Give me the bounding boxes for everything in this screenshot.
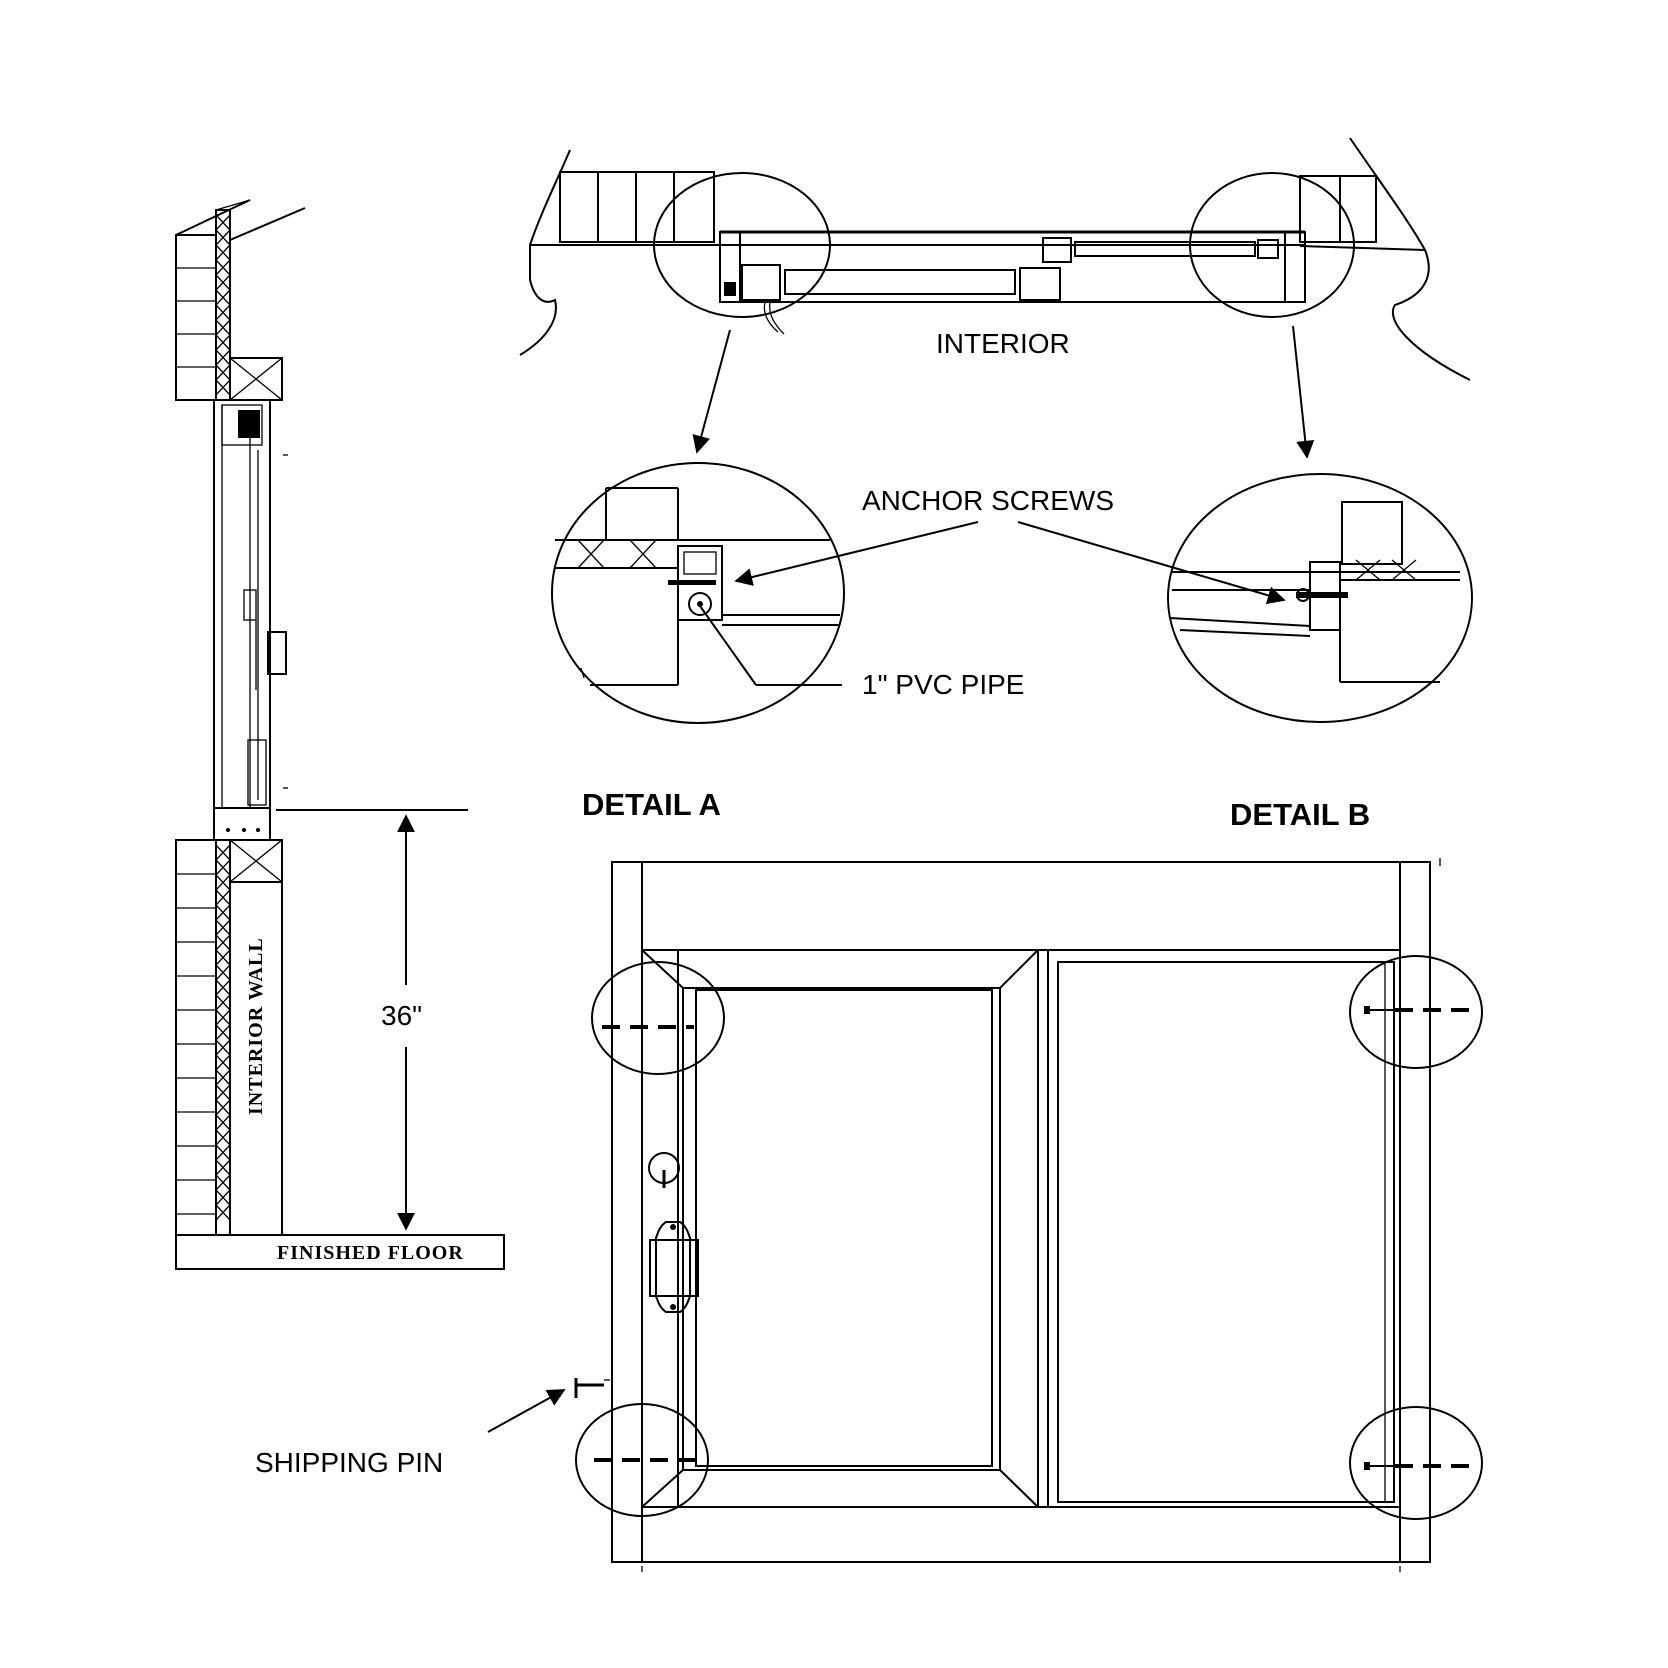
window-unit-section xyxy=(213,399,468,841)
frame-corner-circle-bottom-left xyxy=(575,1403,709,1517)
front-elevation xyxy=(575,858,1483,1572)
detail-b: DETAIL B xyxy=(1167,473,1473,832)
finished-floor: FINISHED FLOOR xyxy=(175,1234,505,1270)
lower-wall: INTERIOR WALL xyxy=(175,839,283,1236)
height-dimension-label: 36" xyxy=(381,1000,422,1031)
height-dimension: 36" xyxy=(381,814,422,1231)
plan-view: INTERIOR xyxy=(519,137,1471,459)
frame-corner-circle-top-left xyxy=(591,961,725,1075)
frame-corner-circle-bottom-right xyxy=(1349,1406,1483,1520)
anchor-screws-callout: ANCHOR SCREWS xyxy=(734,485,1286,605)
detail-a-circle xyxy=(551,462,845,724)
upper-wall xyxy=(175,199,306,401)
interior-wall-label: INTERIOR WALL xyxy=(245,937,267,1115)
pvc-pipe-label: 1" PVC PIPE xyxy=(862,669,1024,700)
finished-floor-label: FINISHED FLOOR xyxy=(277,1242,464,1264)
detail-b-title: DETAIL B xyxy=(1230,797,1370,832)
plan-detail-b-circle xyxy=(1189,172,1355,318)
detail-a: 1" PVC PIPE DETAIL A xyxy=(551,462,1024,822)
anchor-screws-label: ANCHOR SCREWS xyxy=(862,485,1114,516)
plan-detail-a-circle xyxy=(653,172,831,318)
sash-lock-hardware xyxy=(648,1152,699,1313)
shipping-pin-callout: SHIPPING PIN xyxy=(255,1378,610,1478)
shipping-pin-label: SHIPPING PIN xyxy=(255,1447,443,1478)
side-section-view: INTERIOR WALL FINISHED FLOOR 36" xyxy=(175,199,505,1270)
detail-a-title: DETAIL A xyxy=(582,787,721,822)
frame-corner-circle-top-right xyxy=(1349,955,1483,1069)
detail-b-circle xyxy=(1167,473,1473,723)
interior-label: INTERIOR xyxy=(936,328,1070,359)
